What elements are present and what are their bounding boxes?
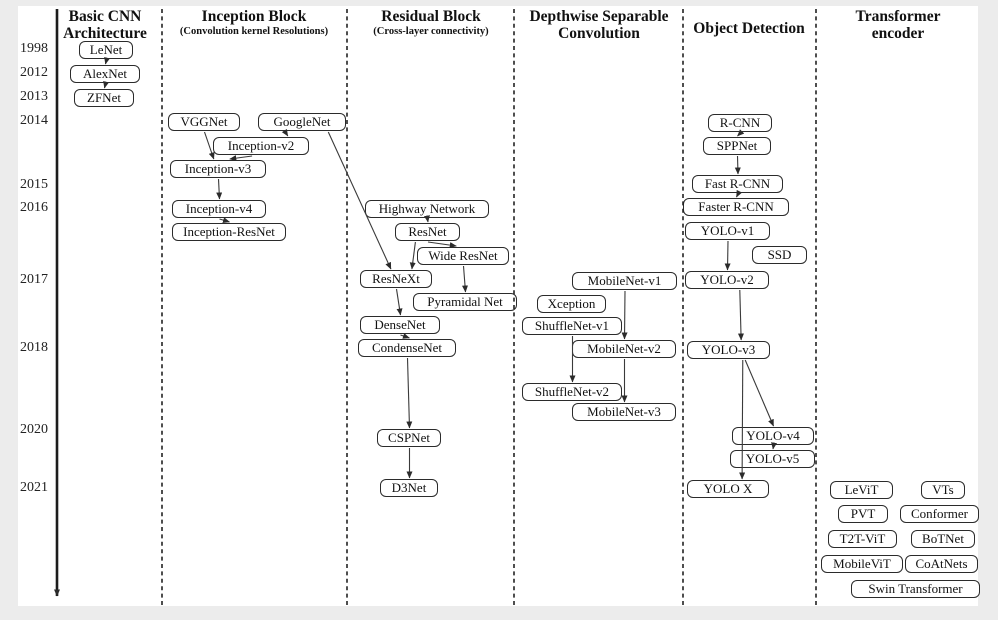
node-condensenet: CondenseNet	[358, 339, 456, 357]
column-title-line: Object Detection	[693, 20, 805, 37]
column-title-line: Convolution	[558, 25, 640, 42]
node-yolo-v3: YOLO-v3	[687, 341, 770, 359]
column-header-object-detection: Object Detection	[693, 20, 804, 37]
node-coatnets: CoAtNets	[905, 555, 978, 573]
node-yolo-x: YOLO X	[687, 480, 769, 498]
node-mobilevit: MobileViT	[821, 555, 903, 573]
node-yolo-v1: YOLO-v1	[685, 222, 770, 240]
node-wide-resnet: Wide ResNet	[417, 247, 509, 265]
node-shufflenet-v2: ShuffleNet-v2	[522, 383, 622, 401]
column-title-line: Residual Block	[381, 8, 481, 25]
node-pvt: PVT	[838, 505, 888, 523]
node-googlenet: GoogleNet	[258, 113, 346, 131]
node-inception-v2: Inception-v2	[213, 137, 309, 155]
node-t2t-vit: T2T-ViT	[828, 530, 897, 548]
node-rcnn: R-CNN	[708, 114, 772, 132]
year-label-2020: 2020	[20, 422, 48, 437]
node-xception: Xception	[537, 295, 606, 313]
column-title-line: Depthwise Separable	[529, 8, 669, 25]
node-d3net: D3Net	[380, 479, 438, 497]
node-faster-rcnn: Faster R-CNN	[683, 198, 789, 216]
node-highway: Highway Network	[365, 200, 489, 218]
column-title-line: Architecture	[63, 25, 147, 42]
node-inception-v4: Inception-v4	[172, 200, 266, 218]
node-yolo-v5: YOLO-v5	[730, 450, 815, 468]
year-label-2015: 2015	[20, 177, 48, 192]
node-pyramidal: Pyramidal Net	[413, 293, 517, 311]
node-resnet: ResNet	[395, 223, 460, 241]
node-levit: LeViT	[830, 481, 893, 499]
column-title-line: Basic CNN	[68, 8, 142, 25]
column-subtitle: (Cross-layer connectivity)	[373, 26, 489, 37]
node-sppnet: SPPNet	[703, 137, 771, 155]
node-inception-resnet: Inception-ResNet	[172, 223, 286, 241]
node-mobilenet-v2: MobileNet-v2	[572, 340, 676, 358]
column-title-line: encoder	[871, 25, 925, 42]
node-shufflenet-v1: ShuffleNet-v1	[522, 317, 622, 335]
year-label-2014: 2014	[20, 113, 48, 128]
year-label-2018: 2018	[20, 340, 48, 355]
node-yolo-v2: YOLO-v2	[685, 271, 769, 289]
node-mobilenet-v1: MobileNet-v1	[572, 272, 677, 290]
column-subtitle: (Convolution kernel Resolutions)	[179, 26, 329, 37]
node-lenet: LeNet	[79, 41, 133, 59]
year-label-2016: 2016	[20, 200, 48, 215]
node-cspnet: CSPNet	[377, 429, 441, 447]
node-resnext: ResNeXt	[360, 270, 432, 288]
node-fast-rcnn: Fast R-CNN	[692, 175, 783, 193]
node-mobilenet-v3: MobileNet-v3	[572, 403, 676, 421]
column-header-inception: Inception Block(Convolution kernel Resol…	[180, 8, 328, 38]
node-conformer: Conformer	[900, 505, 979, 523]
column-header-residual: Residual Block(Cross-layer connectivity)	[373, 8, 488, 38]
year-label-2013: 2013	[20, 89, 48, 104]
node-yolo-v4: YOLO-v4	[732, 427, 814, 445]
node-alexnet: AlexNet	[70, 65, 140, 83]
node-vggnet: VGGNet	[168, 113, 240, 131]
node-swin: Swin Transformer	[851, 580, 980, 598]
node-vts: VTs	[921, 481, 965, 499]
node-inception-v3: Inception-v3	[170, 160, 266, 178]
year-label-2021: 2021	[20, 480, 48, 495]
node-densenet: DenseNet	[360, 316, 440, 334]
year-label-2017: 2017	[20, 272, 48, 287]
node-ssd: SSD	[752, 246, 807, 264]
node-botnet: BoTNet	[911, 530, 975, 548]
column-title-line: Transformer	[855, 8, 941, 25]
year-label-1998: 1998	[20, 41, 48, 56]
column-title-line: Inception Block	[201, 8, 307, 25]
node-zfnet: ZFNet	[74, 89, 134, 107]
year-label-2012: 2012	[20, 65, 48, 80]
